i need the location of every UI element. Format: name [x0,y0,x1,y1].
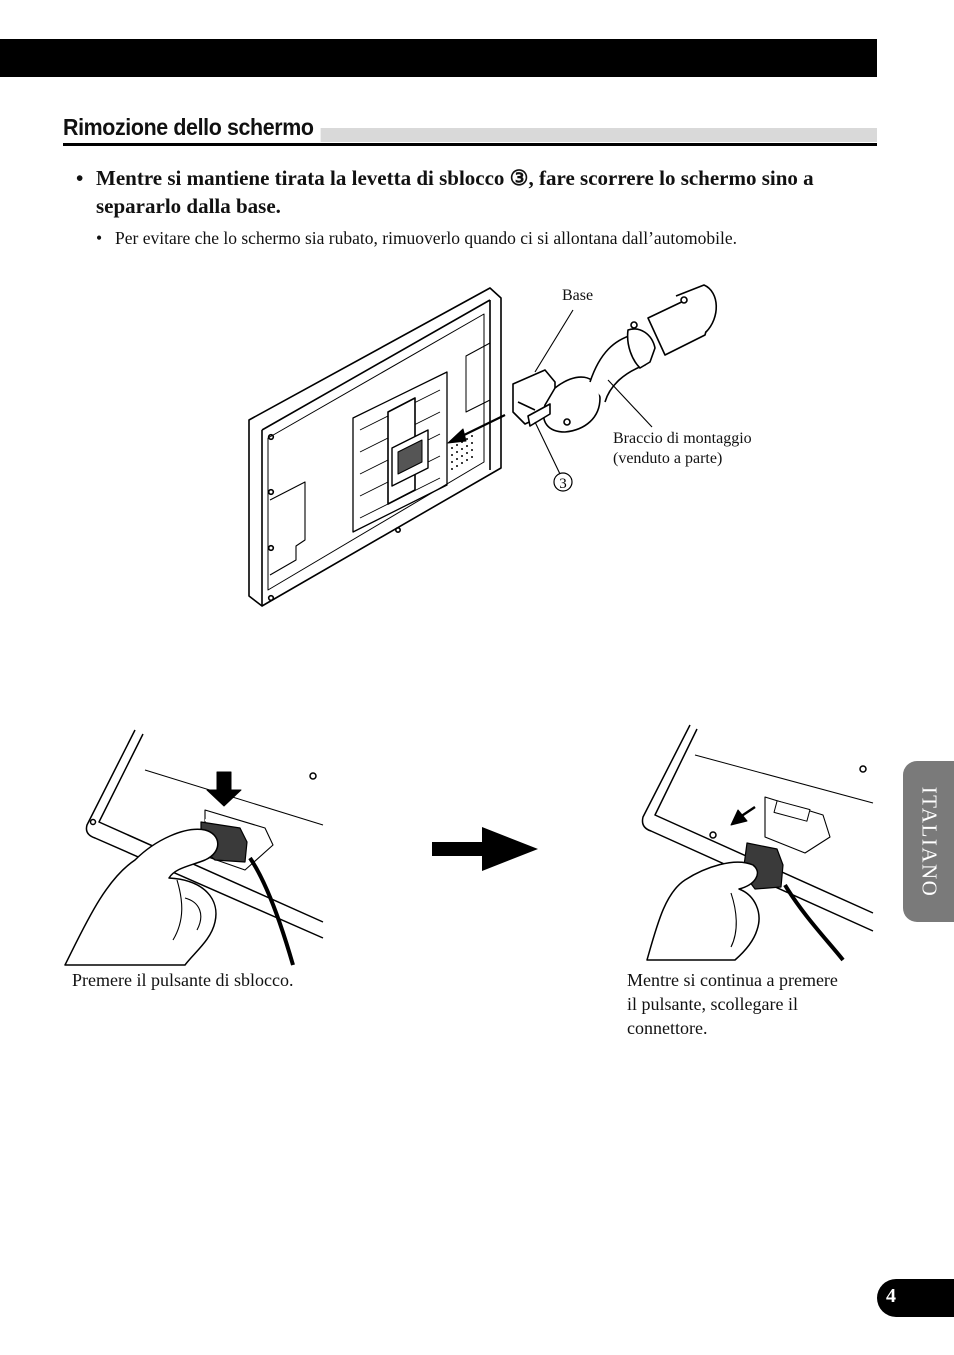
press-arrow [206,771,242,807]
caption-left: Premere il pulsante di sblocco. [72,970,294,990]
language-tab: ITALIANO [903,761,954,922]
caption-right-line2: il pulsante, scollegare il [627,994,798,1014]
section-heading: Rimozione dello schermo [63,112,877,146]
section-title: Rimozione dello schermo [63,112,321,142]
note-dot: • [96,228,103,248]
instruction-text: Mentre si mantiene tirata la levetta di … [96,166,814,218]
step-arrow [432,827,538,871]
page-number: 4 [886,1285,896,1307]
language-label: ITALIANO [917,786,941,897]
slide-arrow [459,414,506,438]
caption-right-line1: Mentre si continua a premere [627,970,838,990]
figure-press-release [64,729,324,966]
mounting-plate [352,371,448,533]
release-lever [527,403,551,427]
mounting-arm [542,376,601,433]
callout-circle [553,472,573,492]
label-arm-line1: Braccio di montaggio [613,430,752,447]
bullet-dot: • [76,166,84,190]
hand [64,828,219,966]
caption-right-line3: connettore. [627,1018,708,1038]
page-number-tab: 4 [877,1279,954,1317]
screen-outline [248,287,502,607]
note-text: Per evitare che lo schermo sia rubato, r… [115,228,738,248]
callout-number: 3 [559,476,567,492]
header-bar [0,39,877,77]
label-arm-line2: (venduto a parte) [613,450,723,467]
label-base: Base [562,287,594,304]
figure-disconnect [641,724,874,962]
heading-rule [63,143,877,146]
